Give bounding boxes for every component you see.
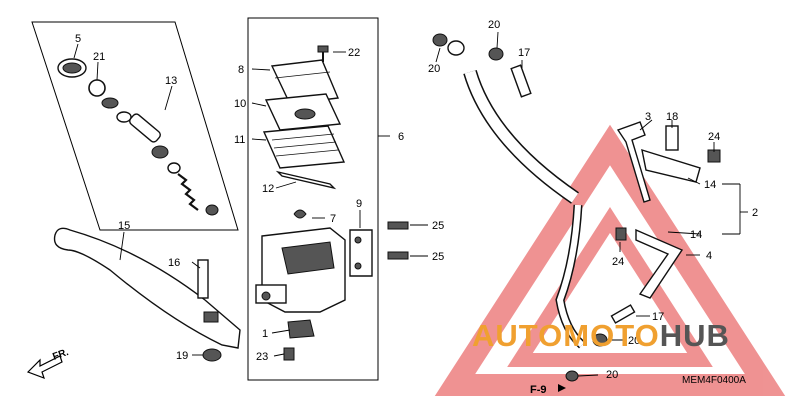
- label-14a: 14: [704, 179, 716, 191]
- part-pivot-16: [197, 259, 209, 299]
- label-2: 2: [752, 207, 758, 219]
- part-cap-5: [57, 58, 87, 78]
- part-brake-hose: [463, 69, 586, 349]
- callout-labels: 5 21 13 8 10 11 12 7 22 9 6 25 25 1 23 1…: [75, 19, 758, 381]
- watermark-moto-word: MOTO: [563, 318, 660, 353]
- watermark-wordmark: AUTOMOTOHUB: [472, 318, 730, 354]
- diagram-code: MEM4F0400A: [682, 375, 746, 386]
- arrow-icon: [558, 384, 566, 392]
- part-float-12: [275, 170, 337, 190]
- label-18: 18: [666, 111, 678, 123]
- part-screw-22: [317, 45, 329, 62]
- part-plate-10: [264, 93, 342, 131]
- label-7: 7: [330, 213, 336, 225]
- part-holder-9: [349, 229, 373, 277]
- label-24a: 24: [708, 131, 720, 143]
- front-label: FR.: [51, 347, 70, 363]
- label-4: 4: [706, 250, 712, 262]
- part-screw-23: [283, 347, 295, 361]
- label-25a: 25: [432, 220, 444, 232]
- front-direction-indicator: FR.: [26, 347, 70, 380]
- group-box-6: [247, 17, 379, 381]
- label-9: 9: [356, 198, 362, 210]
- label-11: 11: [234, 134, 245, 146]
- label-25b: 25: [432, 251, 444, 263]
- label-3: 3: [645, 111, 651, 123]
- part-diaphragm-11: [262, 125, 346, 169]
- part-clamp-7: [293, 209, 307, 219]
- label-8: 8: [238, 64, 244, 76]
- label-20d: 20: [606, 369, 618, 381]
- label-20c: 20: [628, 335, 640, 347]
- label-1: 1: [262, 328, 268, 340]
- part-washers-20: [432, 33, 608, 382]
- label-13: 13: [165, 75, 177, 87]
- label-24b: 24: [612, 256, 624, 268]
- group-box-13: [31, 21, 239, 231]
- label-21: 21: [93, 51, 105, 63]
- part-lever-15: [53, 227, 241, 349]
- leader-lines: [73, 31, 748, 377]
- part-bolts-25: [387, 221, 409, 260]
- page-ref-f9: F-9: [530, 384, 547, 396]
- label-12: 12: [262, 183, 274, 195]
- label-14b: 14: [690, 229, 702, 241]
- label-23: 23: [256, 351, 268, 363]
- label-17a: 17: [518, 47, 530, 59]
- label-10: 10: [234, 98, 246, 110]
- label-6: 6: [398, 131, 404, 143]
- watermark-hub-word: HUB: [659, 318, 730, 353]
- part-master-cylinder-1: [255, 227, 346, 339]
- label-19: 19: [176, 350, 188, 362]
- label-16: 16: [168, 257, 180, 269]
- part-bolt-18: [665, 125, 679, 151]
- part-piston-set-13: [101, 97, 219, 216]
- label-20a: 20: [488, 19, 500, 31]
- watermark-auto-word: AUTO: [472, 318, 564, 353]
- part-nut-19: [202, 348, 222, 362]
- label-5: 5: [75, 33, 81, 45]
- part-circlip-21: [88, 79, 106, 97]
- label-15: 15: [118, 220, 130, 232]
- label-20b: 20: [428, 63, 440, 75]
- part-bolts-17: [510, 64, 636, 324]
- label-17b: 17: [652, 311, 664, 323]
- label-22: 22: [348, 47, 360, 59]
- part-cover-8: [270, 59, 340, 105]
- front-arrow-icon: [26, 355, 63, 380]
